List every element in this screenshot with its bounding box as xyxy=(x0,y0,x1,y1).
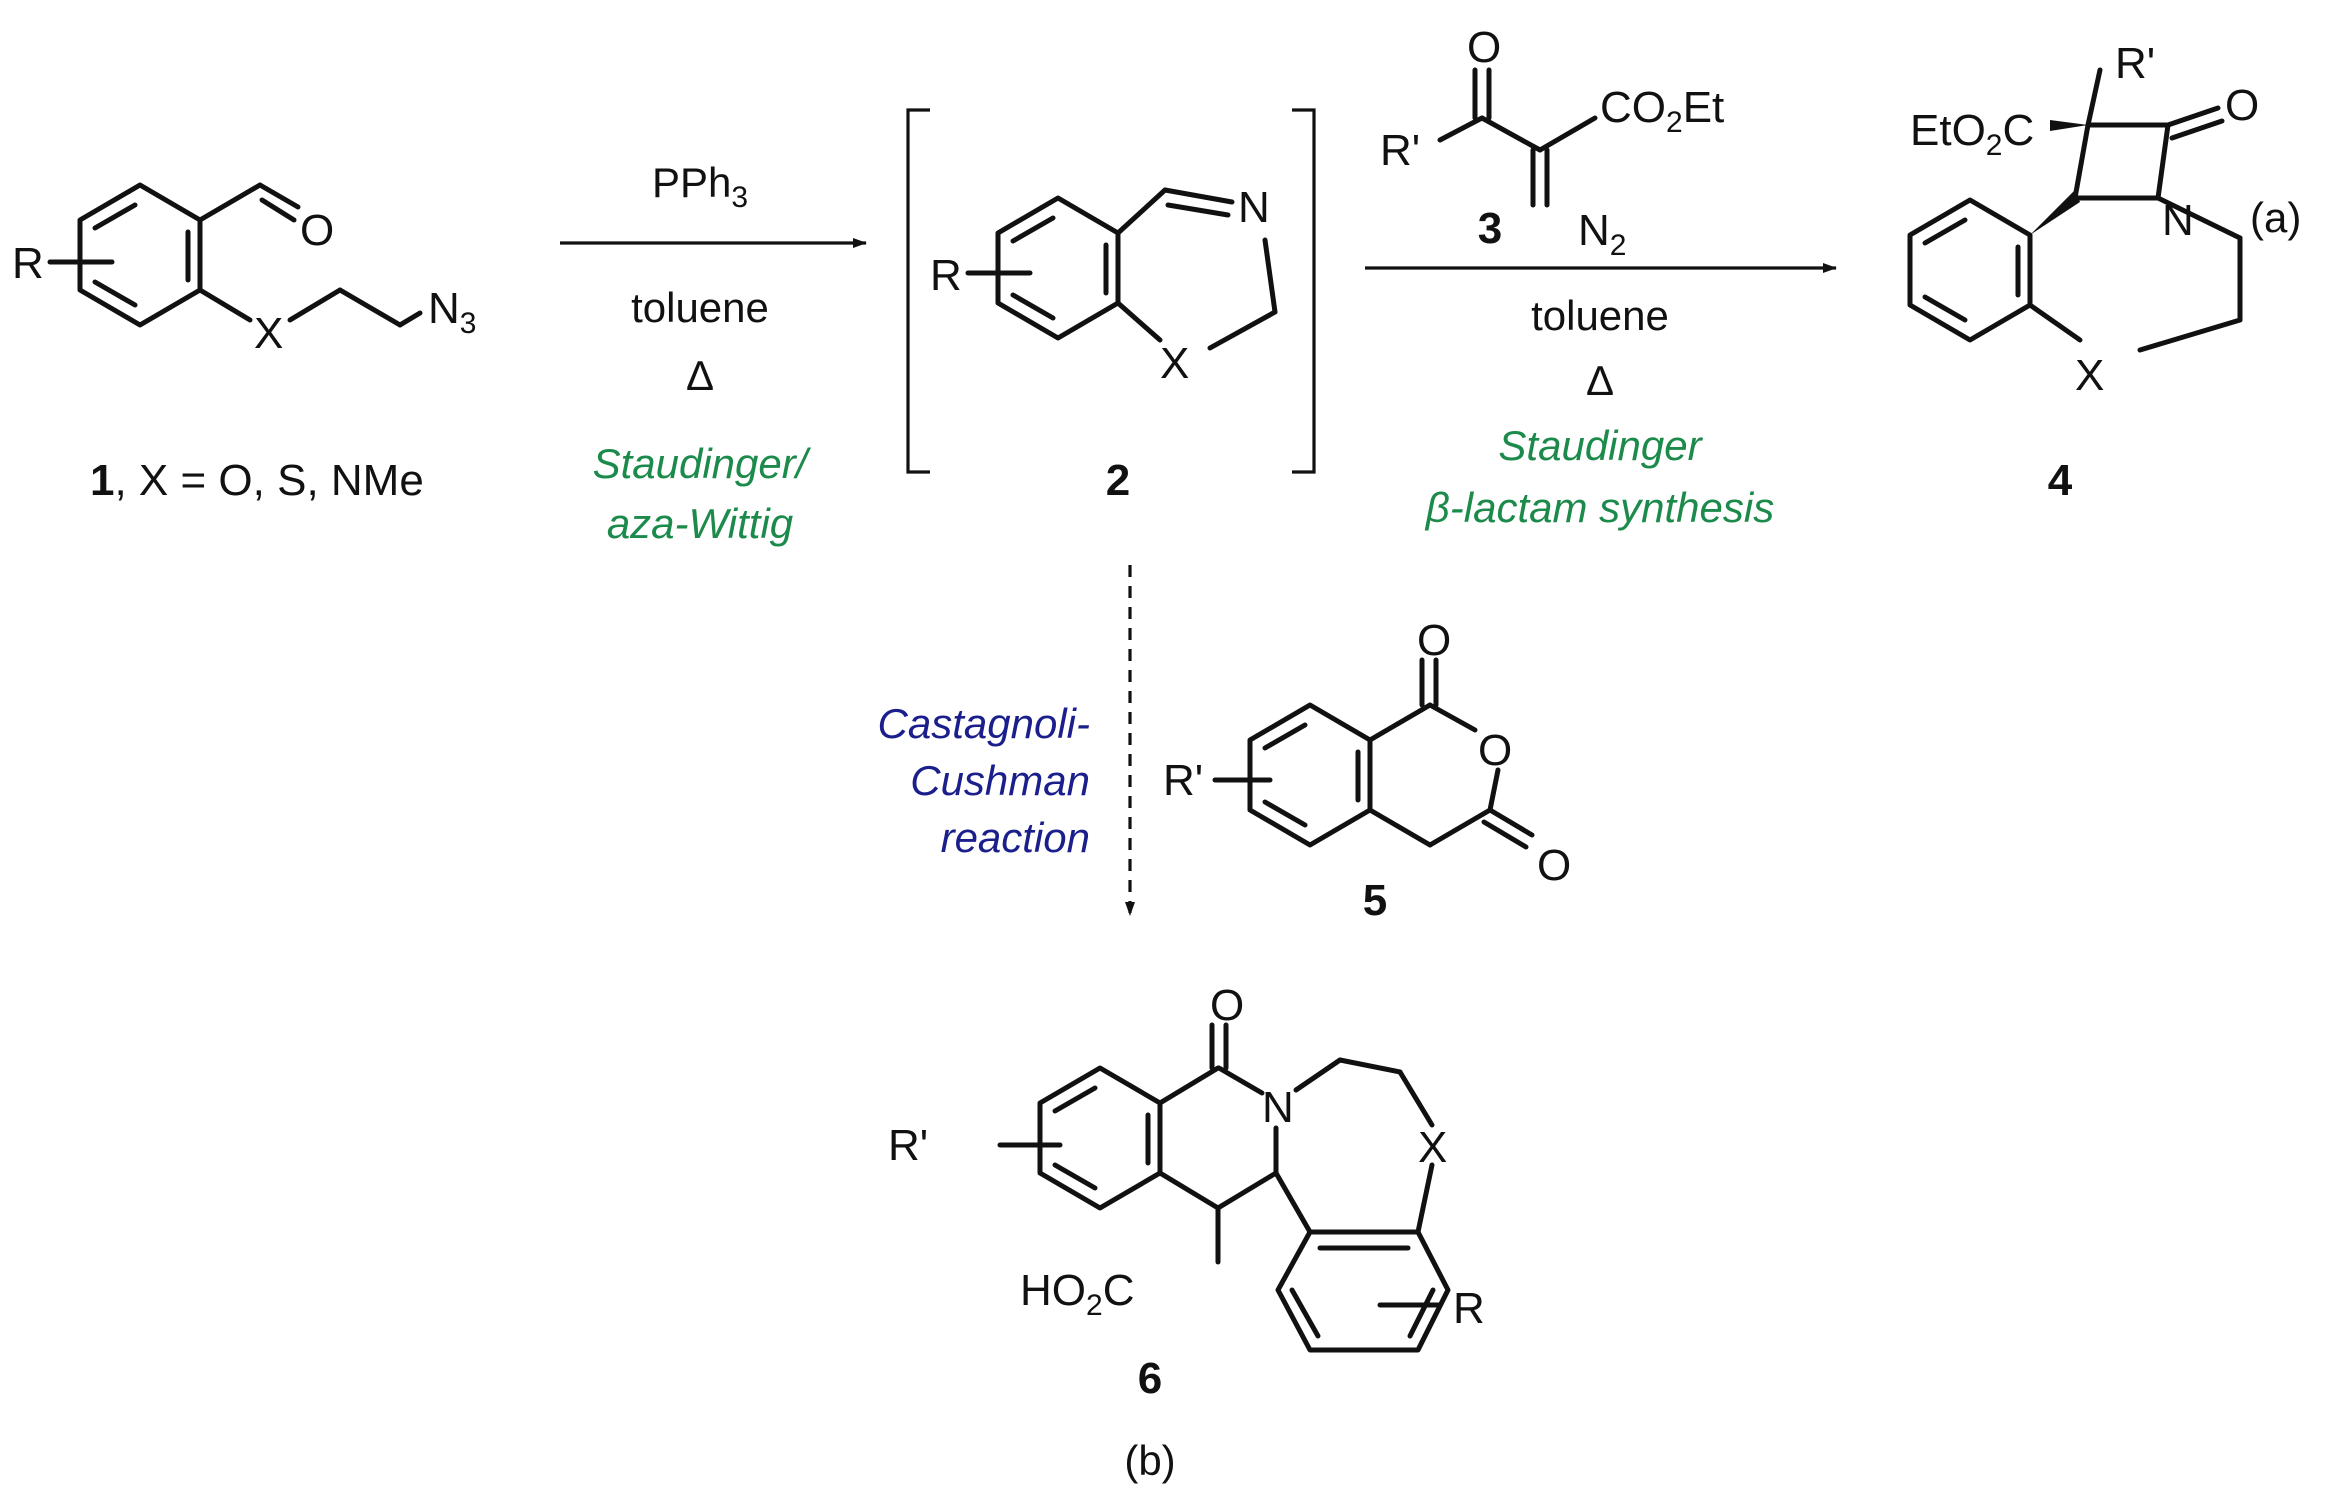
compound-6-oxygen-label: O xyxy=(1210,981,1244,1030)
step-2-name-line2: β-lactam synthesis xyxy=(1424,484,1774,531)
compound-4-wedge-bond-2 xyxy=(2050,120,2088,131)
compound-3-rprime-label: R' xyxy=(1380,126,1420,175)
compound-1-caption: 1, X = O, S, NMe xyxy=(90,456,424,505)
compound-4-skeleton xyxy=(1907,67,2243,353)
compound-4-number: 4 xyxy=(2048,456,2073,505)
panel-b-label: (b) xyxy=(1124,1437,1175,1484)
compound-5-oxygen-label-ring: O xyxy=(1478,726,1512,775)
compound-4-x-label: X xyxy=(2075,351,2104,400)
compound-5-oxygen-label-top: O xyxy=(1417,616,1451,665)
compound-3-number: 3 xyxy=(1478,204,1502,253)
compound-6: O R' N X R HO2C 6 (b) xyxy=(888,981,1485,1484)
step-2: toluene Δ Staudinger β-lactam synthesis xyxy=(1365,263,1837,531)
step-3-name-line3: reaction xyxy=(941,814,1090,861)
step-1-heat: Δ xyxy=(686,352,714,399)
compound-4-oxygen-label: O xyxy=(2225,81,2259,130)
step-2-name-line1: Staudinger xyxy=(1498,422,1703,469)
compound-1-r-label: R xyxy=(12,239,44,288)
compound-2-ring xyxy=(965,187,1278,351)
compound-2-x-label: X xyxy=(1160,339,1189,388)
step-1-name-line2: aza-Wittig xyxy=(607,500,793,547)
compound-2-number: 2 xyxy=(1106,456,1130,505)
compound-4-n-label: N xyxy=(2162,196,2194,245)
compound-4-ester-label: EtO2C xyxy=(1910,106,2034,162)
compound-5-number: 5 xyxy=(1363,876,1387,925)
compound-3-skeleton xyxy=(1437,67,1598,208)
compound-4-rprime-label: R' xyxy=(2115,39,2155,88)
compound-5-skeleton xyxy=(1212,657,1535,850)
compound-1-number: 1 xyxy=(90,456,114,505)
step-1-name-line1: Staudinger/ xyxy=(593,440,812,487)
compound-3-ester-label: CO2Et xyxy=(1600,83,1724,139)
compound-1-caption-text: , X = O, S, NMe xyxy=(114,456,423,505)
compound-5-oxygen-label-bottom: O xyxy=(1537,841,1571,890)
step-1-reagent: PPh3 xyxy=(652,159,748,214)
compound-6-n-label: N xyxy=(1262,1083,1294,1132)
compound-4-wedge-bond-1 xyxy=(2030,190,2080,235)
compound-6-acid-label: HO2C xyxy=(1020,1266,1134,1322)
step-2-heat: Δ xyxy=(1586,357,1614,404)
step-3-name-line1: Castagnoli- xyxy=(878,700,1090,747)
compound-2-n-label: N xyxy=(1238,183,1270,232)
compound-2-r-label: R xyxy=(930,251,962,300)
compound-6-rprime-label: R' xyxy=(888,1121,928,1170)
compound-5-rprime-label: R' xyxy=(1163,756,1203,805)
step-3-name-line2: Cushman xyxy=(910,757,1090,804)
step-3: Castagnoli- Cushman reaction xyxy=(878,565,1135,916)
step-1-solvent: toluene xyxy=(631,284,769,331)
compound-4: R' EtO2C O N X (a) 4 xyxy=(1907,39,2301,505)
compound-6-r-label: R xyxy=(1453,1284,1485,1333)
compound-6-number: 6 xyxy=(1138,1354,1162,1403)
compound-3-diazo-label: N2 xyxy=(1578,206,1626,262)
compound-1-oxygen-label: O xyxy=(300,206,334,255)
compound-3: O R' CO2Et N2 3 xyxy=(1380,23,1724,262)
compound-2: R N X 2 xyxy=(906,108,1316,505)
compound-5: R' O O O 5 xyxy=(1163,616,1571,925)
compound-1: R O X N3 1, X = O, S, NMe xyxy=(12,182,476,505)
panel-a-label: (a) xyxy=(2250,194,2301,241)
compound-1-x-label: X xyxy=(254,309,283,358)
compound-2-brackets xyxy=(906,108,1316,474)
step-1: PPh3 toluene Δ Staudinger/ aza-Wittig xyxy=(560,159,867,547)
compound-1-ring xyxy=(47,182,423,328)
compound-3-oxygen-label: O xyxy=(1467,23,1501,72)
step-2-solvent: toluene xyxy=(1531,292,1669,339)
compound-6-skeleton xyxy=(997,1022,1451,1353)
compound-6-x-label: X xyxy=(1418,1123,1447,1172)
compound-1-azide-label: N3 xyxy=(428,284,476,340)
